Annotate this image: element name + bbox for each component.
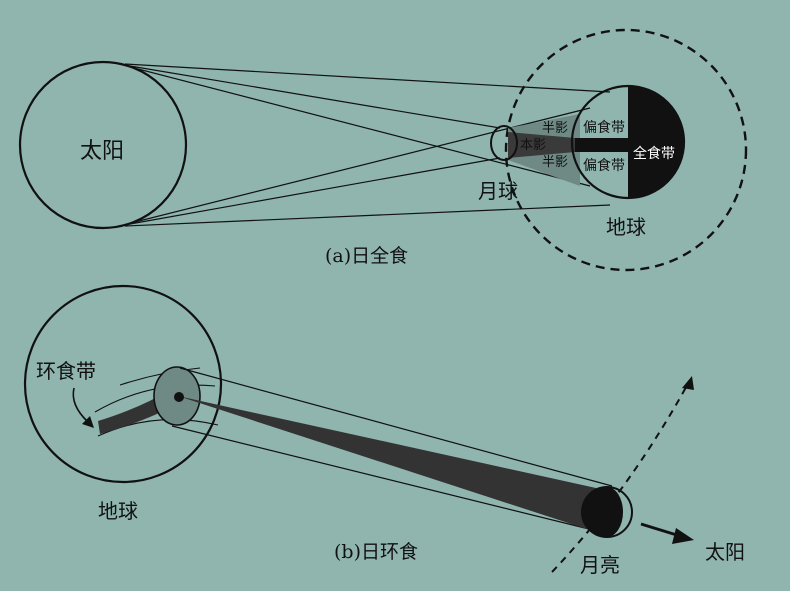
partial-band-top-label: 偏食带: [583, 119, 625, 136]
annular-band-label: 环食带: [36, 359, 96, 383]
sun-direction-arrowhead: [672, 528, 694, 544]
moon-b-label: 月亮: [580, 553, 620, 577]
umbra-region: [508, 132, 575, 158]
partial-band-bottom-label: 偏食带: [583, 157, 625, 174]
annular-eclipse-diagram: 环食带 地球 (b)日环食 月亮 太阳: [23, 284, 745, 577]
sun-circle: [18, 60, 188, 230]
antumbra-cone: [178, 396, 596, 532]
caption-a: (a)日全食: [325, 245, 408, 267]
caption-b: (b)日环食: [334, 541, 418, 563]
umbra-label: 本影: [520, 138, 546, 153]
annular-band-pointer: [72, 387, 89, 423]
penumbra-label-bottom: 半影: [542, 155, 568, 170]
moon-label: 月球: [478, 179, 518, 203]
earth-b-label: 地球: [98, 499, 138, 523]
total-band-label: 全食带: [633, 145, 675, 162]
moon-orbit-arc: [551, 379, 691, 573]
earth-b-circle: [23, 284, 223, 484]
annular-band-pointer-head: [82, 416, 94, 428]
penumbra-label-top: 半影: [542, 121, 568, 136]
moon-orbit-dashed: [504, 28, 748, 272]
sun-b-label: 太阳: [705, 540, 745, 564]
sun-direction-arrow-shaft: [640, 522, 681, 538]
antumbra-point: [174, 392, 184, 402]
umbra-bar: [575, 138, 635, 152]
total-eclipse-diagram: 太阳 半影 本影 半影 偏食带 偏食带 全食带 月球 地球 (a)日全食: [18, 28, 748, 272]
moon-circle: [490, 125, 518, 161]
earth-label: 地球: [606, 215, 646, 239]
shadow-cone-lines: [171, 367, 613, 534]
orbit-arrowhead: [682, 376, 694, 390]
earth-dark-half: [628, 86, 684, 198]
sun-label: 太阳: [80, 139, 124, 164]
